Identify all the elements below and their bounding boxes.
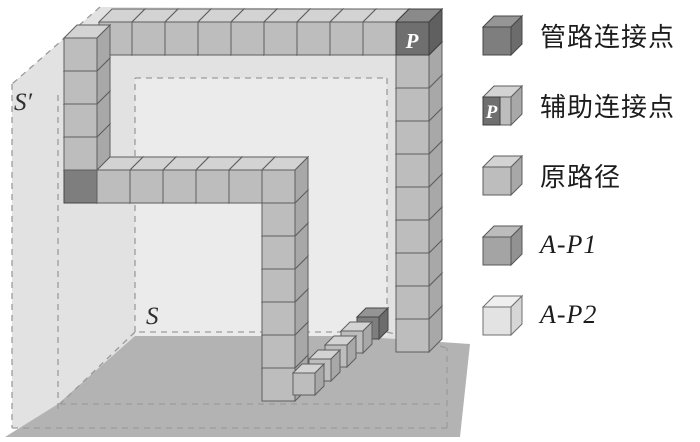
pipe-connection-cube-icon [481, 14, 524, 57]
legend-label-auxiliary-connection: 辅助连接点 [540, 92, 676, 122]
legend-label-pipe-connection: 管路连接点 [540, 22, 676, 52]
left-column [62, 23, 112, 172]
legend: 管路连接点 P 辅助连接点 原路径 A-P1 A-P2 [480, 0, 700, 350]
a-p1-cube-icon [481, 224, 524, 267]
aux-point-p-label: P [405, 29, 419, 53]
s-prime-plane-label: S′ [14, 89, 33, 116]
s-plane-label: S [146, 303, 159, 330]
auxiliary-connection-cube-icon: P [481, 84, 524, 127]
a-p2-cube-icon [481, 294, 524, 337]
legend-label-a-p1: A-P1 [540, 230, 598, 259]
legend-item-original-path: 原路径 [480, 140, 700, 210]
legend-item-a-p1: A-P1 [480, 210, 700, 280]
legend-label-a-p2: A-P2 [540, 300, 598, 329]
planes-layer [5, 6, 470, 437]
aux-p-cube [394, 7, 444, 57]
middle-row [95, 155, 310, 205]
right-column [394, 40, 444, 354]
legend-item-pipe-connection-point: 管路连接点 [480, 0, 700, 70]
legend-item-auxiliary-connection-point: P 辅助连接点 [480, 70, 700, 140]
legend-item-a-p2: A-P2 [480, 280, 700, 350]
stairs [291, 320, 374, 397]
original-path-cube-icon [481, 154, 524, 197]
legend-label-original-path: 原路径 [540, 162, 622, 192]
aux-p-glyph: P [485, 102, 498, 123]
top-row [97, 7, 411, 57]
cubes-layer [62, 7, 444, 403]
